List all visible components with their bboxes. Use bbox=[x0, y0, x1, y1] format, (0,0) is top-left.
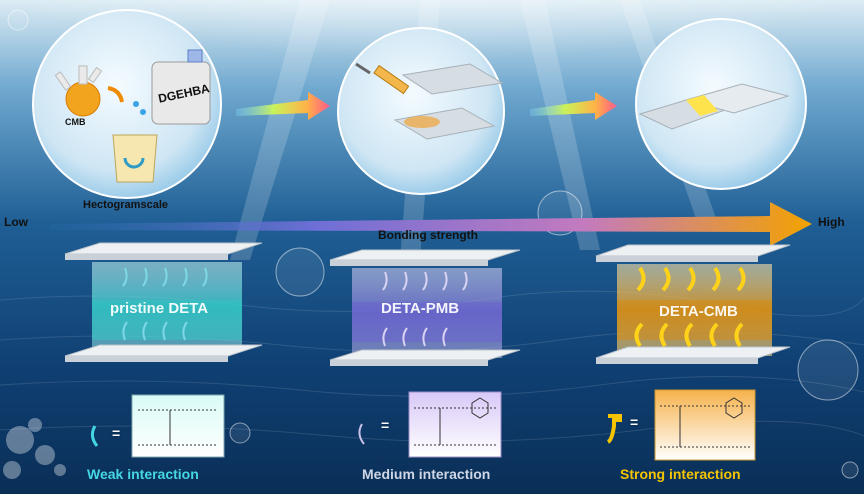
panel-label-deta-pmb: DETA-PMB bbox=[381, 300, 460, 317]
panel-deta-pmb bbox=[329, 249, 521, 366]
weak-interaction-label: Weak interaction bbox=[87, 466, 199, 482]
strong-hook-icon bbox=[606, 414, 622, 444]
medium-hook-icon bbox=[358, 423, 365, 445]
strong-structure-box bbox=[654, 389, 756, 461]
low-label: Low bbox=[4, 215, 28, 229]
weak-hook-icon bbox=[90, 425, 99, 447]
bonding-strength-arrow-icon bbox=[50, 202, 812, 246]
cmb-label: CMB bbox=[65, 117, 86, 127]
flask-icon bbox=[54, 65, 103, 117]
panel-label-pristine-deta: pristine DETA bbox=[110, 300, 209, 317]
weak-interaction-hooks-icon bbox=[122, 267, 208, 341]
strong-interaction-label: Strong interaction bbox=[620, 466, 741, 482]
medium-legend bbox=[358, 391, 502, 458]
jerrycan-icon bbox=[151, 49, 211, 125]
bubbles bbox=[7, 9, 859, 479]
process-arrow-1-icon bbox=[236, 92, 330, 120]
panel-deta-cmb bbox=[595, 244, 791, 364]
pour-arrow-icon bbox=[107, 86, 124, 103]
medium-interaction-hooks-icon bbox=[382, 271, 468, 347]
strong-interaction-hooks-icon bbox=[634, 266, 746, 348]
high-label: High bbox=[818, 215, 845, 229]
process-step-2 bbox=[337, 27, 505, 195]
process-step-1 bbox=[32, 9, 222, 199]
weak-legend bbox=[90, 394, 225, 458]
weak-structure-box bbox=[131, 394, 225, 458]
medium-interaction-label: Medium interaction bbox=[362, 466, 491, 482]
panel-pristine-deta bbox=[64, 242, 263, 362]
panel-label-deta-cmb: DETA-CMB bbox=[659, 303, 738, 320]
process-step-3 bbox=[635, 18, 807, 190]
medium-structure-box bbox=[408, 391, 502, 458]
splash bbox=[3, 418, 66, 479]
syringe-icon bbox=[355, 62, 410, 95]
weak-equals: = bbox=[112, 425, 121, 441]
beaker-icon bbox=[112, 134, 158, 183]
hectogram-scale-label: Hectogramscale bbox=[83, 199, 168, 211]
bonding-strength-title: Bonding strength bbox=[378, 228, 478, 242]
process-arrow-2-icon bbox=[530, 92, 617, 120]
strong-legend bbox=[606, 389, 756, 461]
medium-equals: = bbox=[381, 417, 390, 433]
strong-equals: = bbox=[630, 414, 639, 430]
